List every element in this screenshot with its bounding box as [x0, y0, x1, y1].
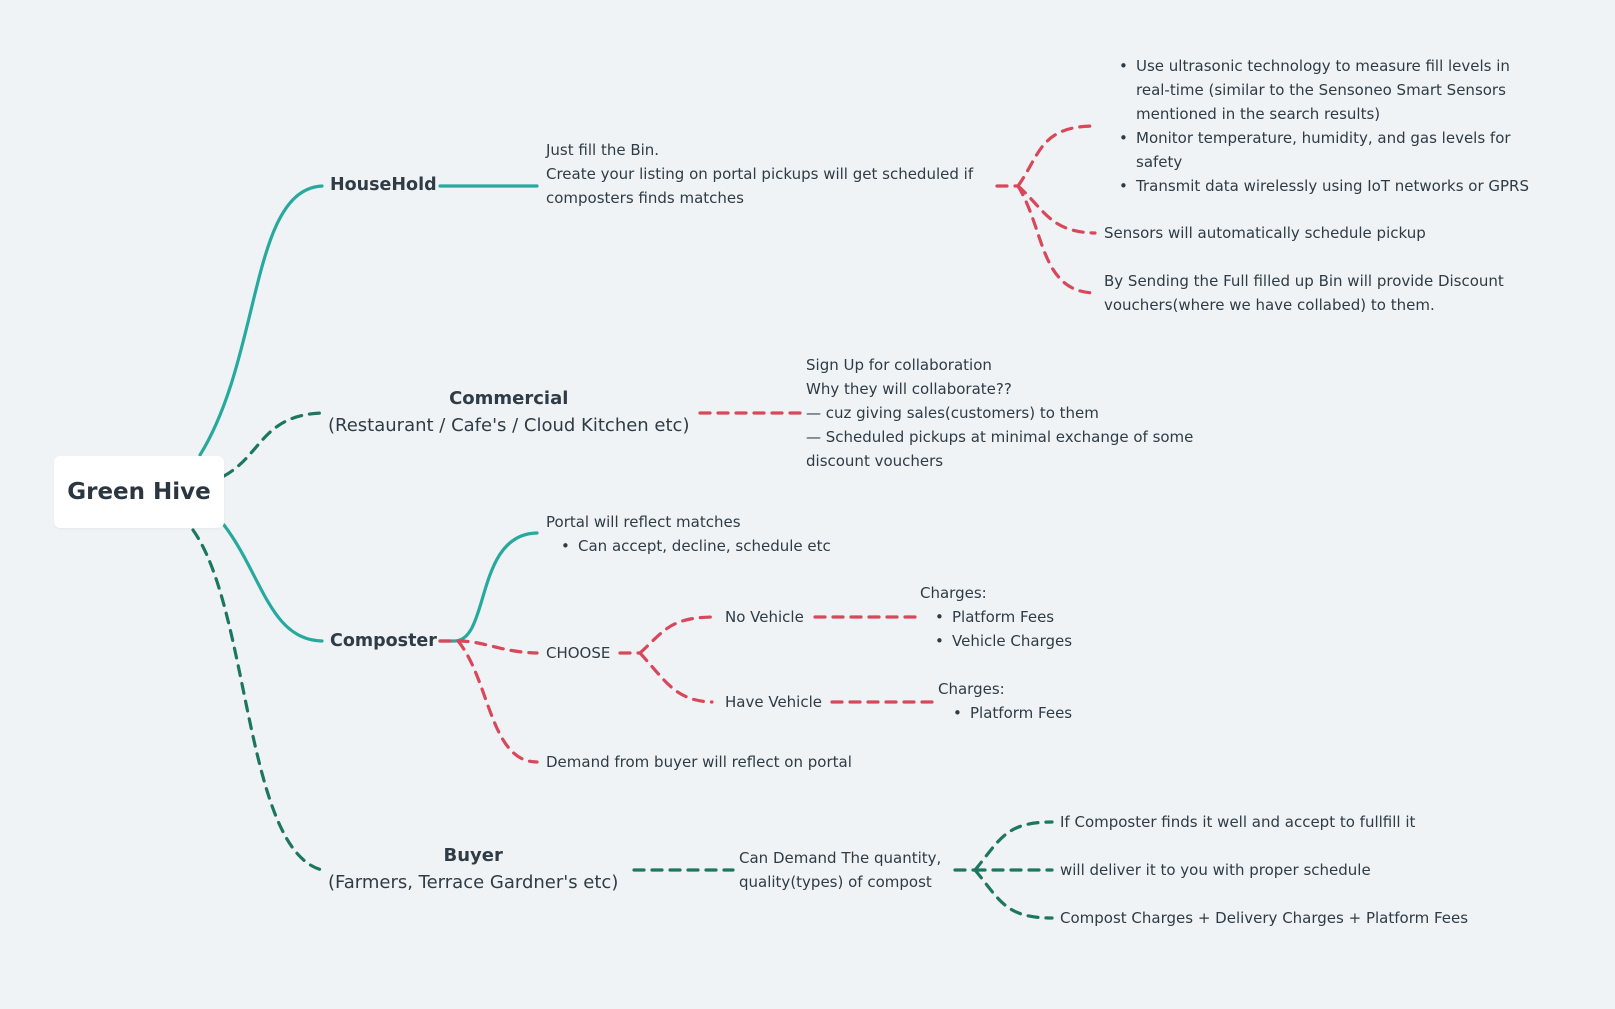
edge-sensors-discount — [1016, 184, 1097, 295]
edge-root-household — [198, 184, 324, 457]
sensor-bullet-2: Monitor temperature, humidity, and gas l… — [1116, 126, 1529, 174]
choose-node: CHOOSE — [546, 644, 611, 662]
no-vehicle-charge-item: Vehicle Charges — [932, 629, 1072, 653]
household-detail-line-1: Just fill the Bin. — [546, 141, 660, 159]
have-vehicle-charges-list: Platform Fees — [950, 701, 1072, 725]
sensor-bullet-1: Use ultrasonic technology to measure fil… — [1116, 54, 1529, 126]
portal-node: Portal will reflect matches Can accept, … — [546, 510, 831, 558]
commercial-detail-line-5: discount vouchers — [806, 452, 944, 470]
portal-bullet-list: Can accept, decline, schedule etc — [558, 534, 831, 558]
commercial-detail-line-4: — Scheduled pickups at minimal exchange … — [806, 428, 1194, 446]
no-vehicle-charge-item: Platform Fees — [932, 605, 1072, 629]
buyer-detail-line-2: quality(types) of compost — [739, 873, 932, 891]
portal-text: Portal will reflect matches — [546, 513, 741, 531]
buyer-detail: Can Demand The quantity, quality(types) … — [739, 846, 941, 894]
edge-composter-portal — [438, 531, 539, 643]
demand-node: Demand from buyer will reflect on portal — [546, 753, 852, 771]
edge-sensors-bullets — [1016, 124, 1097, 188]
household-detail-line-3: composters finds matches — [546, 189, 744, 207]
sensor-bullet-3-line-1: Transmit data wirelessly using IoT netwo… — [1136, 177, 1530, 195]
discount-line-1: By Sending the Full filled up Bin will p… — [1104, 272, 1504, 290]
edge-buyer-outcome-1 — [973, 820, 1054, 872]
sensor-bullet-2-line-1: Monitor temperature, humidity, and gas l… — [1136, 129, 1511, 147]
sensor-bullet-1-line-3: mentioned in the search results) — [1136, 105, 1381, 123]
buyer-outcome-1: If Composter finds it well and accept to… — [1060, 813, 1416, 831]
buyer-subtitle: (Farmers, Terrace Gardner's etc) — [328, 872, 619, 893]
household-detail-line-2: Create your listing on portal pickups wi… — [546, 165, 974, 183]
auto-schedule-node: Sensors will automatically schedule pick… — [1104, 224, 1426, 242]
discount-line-2: vouchers(where we have collabed) to them… — [1104, 296, 1435, 314]
buyer-outcome-3: Compost Charges + Delivery Charges + Pla… — [1060, 909, 1469, 927]
commercial-subtitle: (Restaurant / Cafe's / Cloud Kitchen etc… — [328, 415, 690, 436]
no-vehicle-charges-list: Platform Fees Vehicle Charges — [932, 605, 1072, 653]
have-vehicle-charges: Charges: Platform Fees — [938, 677, 1072, 725]
no-vehicle-charges-heading: Charges: — [920, 584, 987, 602]
commercial-detail-line-1: Sign Up for collaboration — [806, 356, 992, 374]
edge-composter-demand — [456, 639, 539, 764]
edge-choose-no-vehicle — [638, 615, 714, 655]
edge-root-commercial — [222, 411, 324, 478]
portal-bullet: Can accept, decline, schedule etc — [558, 534, 831, 558]
commercial-node[interactable]: Commercial (Restaurant / Cafe's / Cloud … — [328, 385, 689, 439]
commercial-detail: Sign Up for collaboration Why they will … — [806, 353, 1193, 473]
buyer-detail-line-1: Can Demand The quantity, — [739, 849, 942, 867]
no-vehicle-node: No Vehicle — [725, 608, 804, 626]
composter-node[interactable]: Composter — [330, 631, 437, 651]
sensor-bullet-2-line-2: safety — [1136, 153, 1183, 171]
edge-choose-have-vehicle — [638, 651, 714, 704]
no-vehicle-charges: Charges: Platform Fees Vehicle Charges — [920, 581, 1072, 653]
buyer-title: Buyer — [443, 845, 503, 866]
commercial-title: Commercial — [449, 388, 569, 409]
edge-composter-choose — [438, 639, 539, 655]
sensor-bullet-3: Transmit data wirelessly using IoT netwo… — [1116, 174, 1529, 198]
edge-buyer-outcome-3 — [973, 868, 1054, 920]
edge-root-composter — [222, 523, 324, 643]
sensor-bullet-list: Use ultrasonic technology to measure fil… — [1116, 54, 1529, 198]
buyer-outcome-2: will deliver it to you with proper sched… — [1060, 861, 1371, 879]
root-node[interactable]: Green Hive — [54, 456, 224, 528]
edge-root-buyer — [191, 528, 324, 872]
edge-sensors-auto — [1016, 184, 1097, 235]
household-node[interactable]: HouseHold — [330, 175, 437, 195]
have-vehicle-charges-heading: Charges: — [938, 680, 1005, 698]
have-vehicle-node: Have Vehicle — [725, 693, 822, 711]
sensor-bullet-1-line-1: Use ultrasonic technology to measure fil… — [1136, 57, 1510, 75]
have-vehicle-charge-item: Platform Fees — [950, 701, 1072, 725]
discount-node: By Sending the Full filled up Bin will p… — [1104, 269, 1504, 317]
commercial-detail-line-2: Why they will collaborate?? — [806, 380, 1012, 398]
commercial-detail-line-3: — cuz giving sales(customers) to them — [806, 404, 1099, 422]
buyer-node[interactable]: Buyer (Farmers, Terrace Gardner's etc) — [328, 842, 618, 896]
sensor-bullet-1-line-2: real-time (similar to the Sensoneo Smart… — [1136, 81, 1506, 99]
household-detail: Just fill the Bin. Create your listing o… — [546, 138, 973, 210]
